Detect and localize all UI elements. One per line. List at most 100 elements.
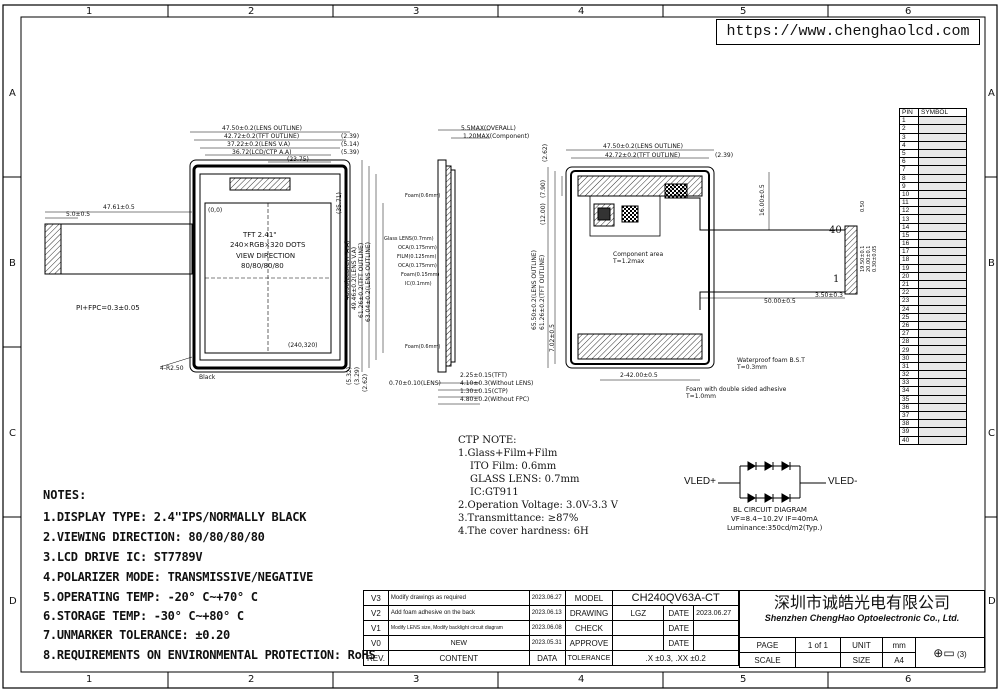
rev-header: REV.	[363, 650, 389, 666]
website-url[interactable]: https://www.chenghaolcd.com	[716, 19, 980, 45]
back-dim-50: 50.00±0.5	[764, 298, 796, 305]
pin-symbol	[918, 410, 967, 421]
pin-row: 39	[899, 427, 967, 437]
pin-number: 9	[899, 181, 919, 191]
zone-col-2-bottom: 2	[248, 674, 255, 685]
back-bottom-dim: 2-42.00±0.5	[620, 372, 658, 379]
pin-symbol	[918, 238, 967, 249]
pin-symbol	[918, 132, 967, 142]
note-7: 7.UNMARKER TOLERANCE: ±0.20	[43, 628, 230, 642]
lcd-line-3: VIEW DIRECTION	[236, 252, 296, 260]
pin-symbol	[918, 124, 967, 134]
pin-number: 34	[899, 386, 919, 396]
foam-adhesive-label: Foam with double sided adhesive	[686, 386, 787, 393]
corner-radius-label: 4-R2.50	[160, 365, 184, 372]
dim-48-96: 48.96(LCD/CTP A.A)	[344, 240, 351, 300]
bl-circuit-luminance: Luminance:350cd/m2(Typ.)	[727, 524, 823, 532]
pin-symbol	[918, 329, 967, 339]
model-label: MODEL	[564, 590, 614, 606]
back-lens-outline: 47.50±0.2(LENS OUTLINE)	[603, 143, 683, 150]
projection-symbol: ⊕▭ (3)	[915, 637, 985, 668]
pin-symbol	[918, 279, 967, 290]
check-date	[693, 620, 739, 636]
drawing-label: DRAWING	[564, 605, 614, 621]
pin-symbol	[918, 320, 967, 331]
pin-number: 6	[899, 157, 919, 167]
pin-number: 15	[899, 230, 919, 241]
side-no-lens-thk: 4.10±0.3(Without LENS)	[460, 380, 534, 387]
lcd-line-4: 80/80/80/80	[241, 262, 284, 270]
back-tft-outline: 42.72±0.2(TFT OUTLINE)	[605, 152, 681, 159]
company-name-en: Shenzhen ChengHao Optoelectronic Co., Lt…	[764, 613, 960, 623]
pin-number: 28	[899, 337, 919, 347]
pin-number: 13	[899, 214, 919, 224]
pin-head: PIN	[899, 107, 919, 118]
pin-row: 4	[899, 140, 967, 150]
tolerance-label: TOLERANCE	[564, 650, 614, 666]
zone-row-c: C	[9, 428, 16, 439]
vled-minus-label: VLED-	[828, 476, 858, 487]
check-label: CHECK	[564, 620, 614, 636]
pin-row: 35	[899, 394, 967, 404]
pin-symbol	[918, 419, 967, 429]
pin-row: 16	[899, 238, 967, 249]
dim-49-46: 49.46±0.2(LENS V.A)	[351, 246, 358, 310]
pin-row: 5	[899, 148, 967, 159]
pin-row: 8	[899, 173, 967, 183]
pin-number: 30	[899, 353, 919, 363]
pin-row: 27	[899, 329, 967, 339]
rev-v2-date: 2023.06.13	[528, 605, 566, 621]
pin-row: 3	[899, 132, 967, 142]
pin-row: 6	[899, 157, 967, 167]
pin-number: 10	[899, 189, 919, 200]
rev-v0-date: 2023.05.31	[528, 635, 566, 651]
pin-number: 11	[899, 198, 919, 208]
pin-symbol	[918, 263, 967, 273]
dim-35-71: (35.71)	[336, 192, 343, 214]
projection-label: (3)	[956, 649, 967, 659]
dim-2-62: (2.62)	[362, 373, 369, 392]
tolerance-value: .X ±0.3, .XX ±0.2	[612, 650, 739, 666]
pin-number: 40	[899, 435, 919, 445]
pin-row: 1	[899, 116, 967, 126]
side-tft-thk: 2.25±0.15(TFT)	[460, 372, 508, 379]
lcd-line-1: TFT 2.41"	[243, 231, 277, 239]
pin-row: 11	[899, 198, 967, 208]
pin-row: 29	[899, 345, 967, 355]
pin-symbol	[918, 304, 967, 314]
zone-col-3: 3	[413, 6, 420, 17]
note-5: 5.OPERATING TEMP: -20° C~+70° C	[43, 590, 258, 604]
pin-symbol	[918, 214, 967, 224]
zone-col-6-bottom: 6	[905, 674, 912, 685]
back-2-39: (2.39)	[715, 152, 734, 159]
layer-foam: Foam(0.15mm)	[401, 272, 440, 278]
rev-v0: V0	[363, 635, 389, 651]
dim-23-75: (23.75)	[287, 156, 309, 163]
foam-top-label: Foam(0.6mm)	[405, 193, 441, 199]
zone-col-5-bottom: 5	[740, 674, 747, 685]
lcd-line-2: 240×RGB×320 DOTS	[230, 241, 306, 249]
rev-v0-content: NEW	[387, 635, 530, 651]
waterproof-foam-t: T=0.3mm	[737, 364, 767, 371]
page-value: 1 of 1	[794, 637, 841, 653]
approve-label: APPROVE	[564, 635, 614, 651]
pin-number: 23	[899, 296, 919, 306]
pin-row: 13	[899, 214, 967, 224]
dim-2-39: (2.39)	[341, 133, 360, 140]
origin-label: (0,0)	[208, 207, 223, 214]
dim-3-29: (3.29)	[354, 366, 361, 385]
pin-row: 24	[899, 304, 967, 314]
pin-row: 21	[899, 279, 967, 290]
date-label-3: DATE	[663, 635, 695, 651]
rev-v1-content: Modify LENS size, Modify backlight circu…	[387, 620, 530, 636]
ctp-note-line-2: ITO Film: 0.6mm	[470, 461, 557, 472]
dim-5-14: (5.14)	[341, 141, 360, 148]
rev-v1: V1	[363, 620, 389, 636]
ctp-note-title: CTP NOTE:	[458, 435, 517, 446]
pin-row: 15	[899, 230, 967, 241]
layer-film: FILM(0.125mm)	[397, 254, 437, 260]
rev-v2-content: Add foam adhesive on the back	[387, 605, 530, 621]
pin-symbol	[918, 427, 967, 437]
ctp-note-line-5: 2.Operation Voltage: 3.0V-3.3 V	[458, 500, 618, 511]
component-t-label: T=1.2max	[613, 258, 645, 265]
